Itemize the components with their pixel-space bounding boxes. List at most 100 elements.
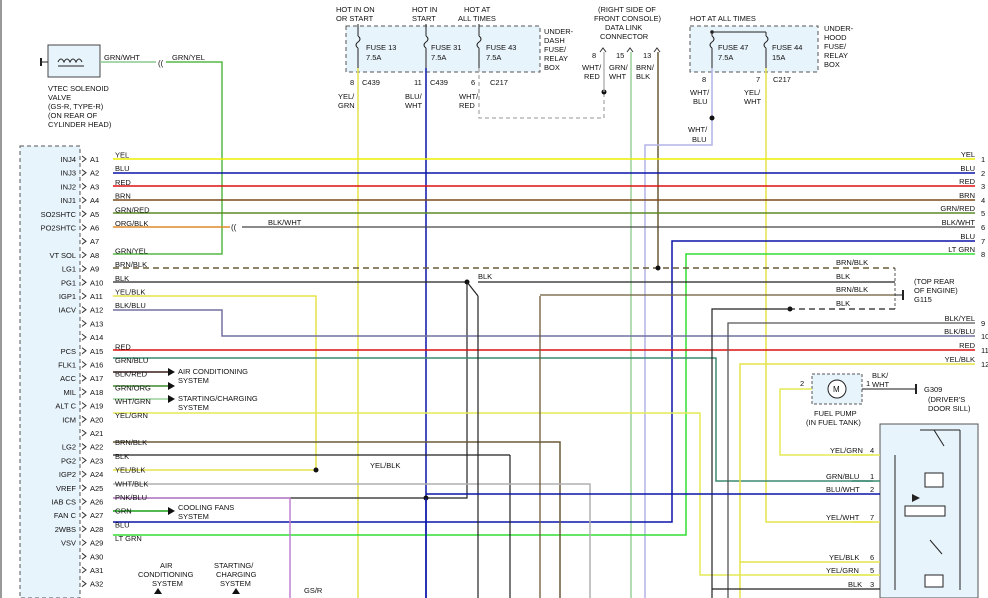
fuel-pump-pin-1: 1 — [866, 379, 870, 388]
pin-terminal-icon — [81, 347, 87, 355]
vtec-wire-right-label: GRN/YEL — [172, 53, 205, 62]
wire-vsv — [113, 253, 975, 536]
ecm-pin-label: A24 — [90, 470, 103, 479]
right-edge-wire-label: GRN/RED — [940, 204, 975, 213]
pin-terminal-icon — [81, 457, 87, 464]
hot-in-on-label-2: OR START — [336, 14, 374, 23]
wht-blu-label-1: WHT/ — [688, 125, 708, 134]
ecm-pin-label: A18 — [90, 388, 103, 397]
ecm-signal-label: INJ1 — [61, 196, 76, 205]
ecm-signal-label: PG1 — [61, 278, 76, 287]
splice-dot — [709, 115, 715, 121]
pin-terminal-icon — [81, 580, 87, 588]
right-edge-wire-label: BRN — [959, 191, 975, 200]
ecm-wire-label: GRN/YEL — [115, 246, 148, 255]
pin-terminal-icon — [81, 566, 87, 574]
ecm-pin-label: A31 — [90, 566, 103, 575]
right-edge-pin-number: 5 — [981, 209, 985, 218]
under-hood-fuse-box: FUSE 47 7.5A FUSE 44 15A UNDER- HOOD FUS… — [688, 24, 854, 144]
fuse-44-wire-1: YEL/ — [744, 88, 761, 97]
relay-wire-6: YEL/BLK — [829, 553, 859, 562]
dlc-label-4: CONNECTOR — [600, 32, 649, 41]
ecm-wire-label: ORG/BLK — [115, 219, 148, 228]
ecm-wire-label: GRN/RED — [115, 205, 150, 214]
ecm-pin-label: A29 — [90, 539, 103, 548]
right-edge-wire-label: BLK/BLU — [944, 327, 975, 336]
ecm-wire-label: WHT/BLK — [115, 479, 148, 488]
fuel-pump: M 2 1 BLK/ WHT G309 (DRIVER'S DOOR SILL)… — [779, 371, 971, 456]
blk-branch-label: BLK — [478, 272, 492, 281]
hot-in-on-label-1: HOT IN ON — [336, 5, 375, 14]
under-dash-fuse-box: FUSE 13 7.5A FUSE 31 7.5A FUSE 43 7.5A U… — [338, 24, 574, 110]
fuel-pump-feed-wire — [779, 388, 873, 456]
fuse-44-pin: 7 — [756, 75, 760, 84]
under-dash-box-frame — [345, 25, 541, 73]
fuse-31-connector: C439 — [430, 78, 448, 87]
fans-note-2: SYSTEM — [178, 512, 209, 521]
right-edge-wire-label: BLU — [960, 232, 975, 241]
charging-bottom-1: STARTING/ — [214, 561, 254, 570]
dlc-wire-8-2: RED — [584, 72, 600, 81]
ecm-wire-label: GRN/BLU — [115, 356, 148, 365]
ecm-pin-label: A12 — [90, 306, 103, 315]
wht-blu-feed-wire — [644, 68, 713, 598]
ecm-wire-label: BLU — [115, 520, 130, 529]
fuse-44-wire-2: WHT — [744, 97, 761, 106]
ecm-pin-label: A30 — [90, 552, 103, 561]
fuse-47-wire-2: BLU — [693, 97, 708, 106]
resistor-icon — [904, 505, 946, 517]
vtec-label-4: (ON REAR OF — [48, 111, 98, 120]
ecm-pin-label: A16 — [90, 361, 103, 370]
wht-blu-label-2: BLU — [692, 135, 707, 144]
vtec-label-5: CYLINDER HEAD) — [48, 120, 112, 129]
fuel-pump-wire-1: BLK/ — [872, 371, 889, 380]
ecm-signal-label: VSV — [61, 539, 76, 548]
ecm-pin-label: A25 — [90, 484, 103, 493]
hot-in-start-label-2: START — [412, 14, 436, 23]
pin-terminal-icon — [81, 429, 87, 437]
g309-name: G309 — [924, 385, 942, 394]
ecm-wire-label: BLK/RED — [115, 370, 148, 379]
pin-terminal-icon — [81, 361, 87, 368]
ac-bottom-1: AIR — [160, 561, 173, 570]
ecm-pin-label: A3 — [90, 182, 99, 191]
ecm-wire-label: BRN/BLK — [115, 260, 147, 269]
wire-vref — [113, 483, 591, 598]
dash-box-label-5: BOX — [544, 63, 560, 72]
pin-terminal-icon — [81, 402, 87, 409]
ecm-signal-label: IGP2 — [59, 470, 76, 479]
pin-terminal-icon — [81, 415, 87, 423]
pin-terminal-icon — [81, 251, 87, 259]
ecm-signal-label: SO2SHTC — [41, 210, 77, 219]
ecm-pin-label: A15 — [90, 347, 103, 356]
relay-pin-3: 3 — [870, 580, 874, 589]
dlc-terminal-icon — [653, 47, 661, 53]
fuse-47-rating: 7.5A — [718, 53, 733, 62]
fuel-pump-label-1: FUEL PUMP — [814, 409, 857, 418]
vtec-wire-grn-yel — [113, 61, 223, 255]
ecm-pin-label: A10 — [90, 278, 103, 287]
fuel-pump-wire-2: WHT — [872, 380, 889, 389]
right-edge-pin-number: 3 — [981, 182, 985, 191]
ecm-wire-label: BLK/BLU — [115, 301, 146, 310]
dash-box-label-2: DASH — [544, 36, 565, 45]
motor-icon — [827, 379, 847, 399]
ecm-pin-label: A11 — [90, 292, 103, 301]
fuse-31-icon — [423, 35, 429, 49]
relay-wire-1: GRN/BLU — [826, 472, 859, 481]
ecm-pin-label: A5 — [90, 210, 99, 219]
ecm-signal-label: MIL — [63, 388, 76, 397]
ecm-signal-label: LG1 — [62, 265, 76, 274]
ecm-signal-label: 2WBS — [55, 525, 76, 534]
right-edge-wire-label: RED — [959, 341, 975, 350]
g115-wire-1: BRN/BLK — [836, 258, 868, 267]
wire-pg1 — [113, 281, 468, 499]
dash-box-label-1: UNDER- — [544, 27, 574, 36]
fans-note-1: COOLING FANS — [178, 503, 234, 512]
vtec-label-2: VALVE — [48, 93, 71, 102]
splice-dot — [313, 467, 319, 473]
right-edge-pin-number: 7 — [981, 237, 985, 246]
arrow-icon — [168, 395, 175, 403]
dlc-pin-8: 8 — [592, 51, 596, 60]
fuse-47-icon — [709, 35, 715, 49]
